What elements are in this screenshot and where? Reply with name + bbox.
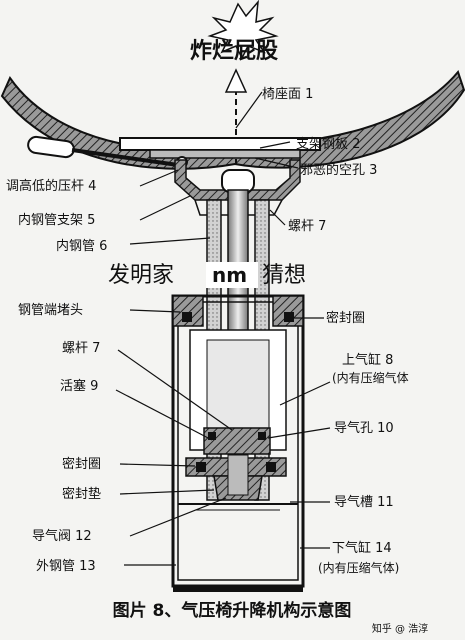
air-valve: [213, 454, 263, 501]
inventor-banner: 发明家 nm 猜想: [108, 262, 306, 288]
label-inner-tube-bracket: 内钢管支架 5: [18, 212, 95, 228]
leader-lines: [115, 91, 331, 566]
piston: [203, 427, 271, 455]
label-lever: 调高低的压杆 4: [6, 178, 96, 194]
label-upper-cylinder: 上气缸 8: [342, 352, 393, 368]
explosion-burst-icon: [207, 0, 279, 60]
label-lower-cylinder-note: (内有压缩气体): [318, 560, 399, 575]
label-upper-cylinder-note: (内有压缩气体: [332, 370, 409, 385]
caption: 图片 8、气压椅升降机构示意图: [113, 600, 352, 621]
label-outer-tube: 外钢管 13: [36, 559, 96, 574]
label-seal-ring-low: 密封圈: [62, 456, 101, 472]
screw-head: [221, 169, 255, 193]
label-seal-ring-top: 密封圈: [326, 310, 365, 326]
label-seat-surface: 椅座面 1: [262, 87, 313, 102]
label-tube-end-plug: 钢管端堵头: [18, 303, 83, 318]
label-air-groove: 导气槽 11: [334, 494, 394, 510]
outer-cylinder: [171, 294, 305, 592]
inventor-nm: nm: [212, 263, 247, 287]
label-evil-hole: 邪恶的空孔 3: [300, 162, 377, 178]
label-screw-mid: 螺杆 7: [62, 341, 100, 356]
label-piston: 活塞 9: [60, 378, 98, 394]
inventor-nm-box: [206, 262, 258, 288]
watermark: 知乎 @ 浩淳: [372, 622, 428, 635]
upward-arrow-icon: [224, 68, 248, 195]
burst-text: 炸烂屁股: [190, 38, 278, 64]
label-lower-cylinder: 下气缸 14: [332, 540, 392, 556]
tube-end-plug: [172, 295, 304, 327]
label-air-valve: 导气阀 12: [32, 528, 92, 544]
inventor-suffix: 猜想: [262, 263, 306, 288]
label-inner-tube: 内钢管 6: [56, 238, 107, 254]
bracket-plate: [119, 137, 321, 159]
label-seal-gasket: 密封垫: [62, 486, 101, 502]
label-bracket-plate: 支架钢板 2: [296, 137, 360, 152]
label-screw-top: 螺杆 7: [288, 219, 326, 234]
label-air-hole: 导气孔 10: [334, 420, 394, 436]
inventor-text: 发明家: [108, 263, 174, 288]
